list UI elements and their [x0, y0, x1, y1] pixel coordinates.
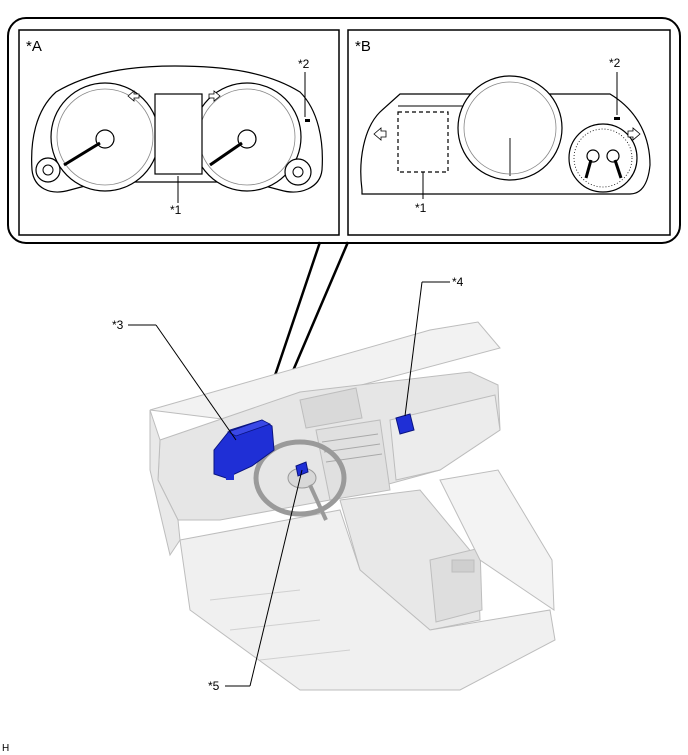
steering-column	[308, 484, 328, 521]
roof-header	[149, 321, 501, 421]
callout-4: *4	[452, 275, 464, 289]
panel-a: *A *1 *2	[18, 29, 340, 236]
gauge-right-needle	[209, 141, 243, 167]
turn-right-arrow-b	[627, 127, 641, 141]
meter-small-needle-left	[584, 159, 593, 179]
display-hood	[299, 387, 363, 429]
combination-meter	[213, 419, 275, 479]
steering-wheel	[253, 439, 347, 517]
steering-switch	[295, 461, 309, 477]
vent-line-3	[325, 453, 383, 463]
callout-line-4-v	[404, 281, 423, 417]
floor	[179, 509, 556, 691]
meter-small-inner	[573, 128, 633, 188]
indicator-icon-b	[614, 117, 620, 120]
callout-b2: *2	[609, 56, 621, 70]
panel-b: *B *1 *2	[347, 29, 671, 236]
vent-line-1	[321, 433, 379, 443]
left-door-trim	[149, 409, 181, 557]
cluster-b-display	[397, 111, 449, 173]
passenger-dash	[389, 394, 501, 481]
combination-meter-tab	[226, 470, 234, 480]
gauge-left-inner	[56, 88, 154, 186]
panel-a-title: *A	[26, 38, 42, 55]
vent-line-2	[323, 443, 381, 453]
callout-line-5-d	[249, 469, 303, 687]
center-stack	[315, 419, 391, 501]
callout-5: *5	[208, 679, 220, 693]
floor-rib-2	[229, 619, 321, 631]
cluster-a-display	[154, 93, 203, 175]
passenger-floor	[439, 469, 555, 611]
figure-code: H	[2, 743, 9, 754]
combination-meter-hood	[226, 419, 272, 437]
turn-left-arrow-b	[373, 127, 387, 141]
floor-rib-1	[209, 589, 301, 601]
console-vent	[451, 559, 475, 573]
panel-b-title: *B	[355, 38, 371, 55]
turn-left-arrow-a	[127, 90, 140, 102]
meter-small-needle-right	[613, 159, 623, 179]
meter-small	[568, 123, 638, 193]
dial-center	[457, 75, 563, 181]
vehicle-interior	[149, 321, 556, 691]
callout-line-3-d	[155, 324, 237, 441]
gauge-left-hub	[95, 129, 115, 149]
callout-a2: *2	[298, 57, 310, 71]
meter-small-hub-left	[586, 149, 600, 163]
meter-small-hub-right	[606, 149, 620, 163]
callout-3: *3	[112, 318, 124, 332]
console-rear	[429, 547, 483, 623]
floor-rib-3	[259, 649, 351, 661]
indicator-icon-a	[305, 119, 310, 122]
turn-right-arrow-a	[208, 90, 221, 102]
gauge-right-hub	[237, 129, 257, 149]
knob-left-a-inner	[42, 164, 54, 176]
callout-b1: *1	[415, 201, 427, 215]
knob-right-a-inner	[292, 166, 304, 178]
gauge-left-needle	[63, 141, 101, 167]
callout-a1: *1	[170, 203, 182, 217]
highlighted-parts	[213, 413, 415, 480]
